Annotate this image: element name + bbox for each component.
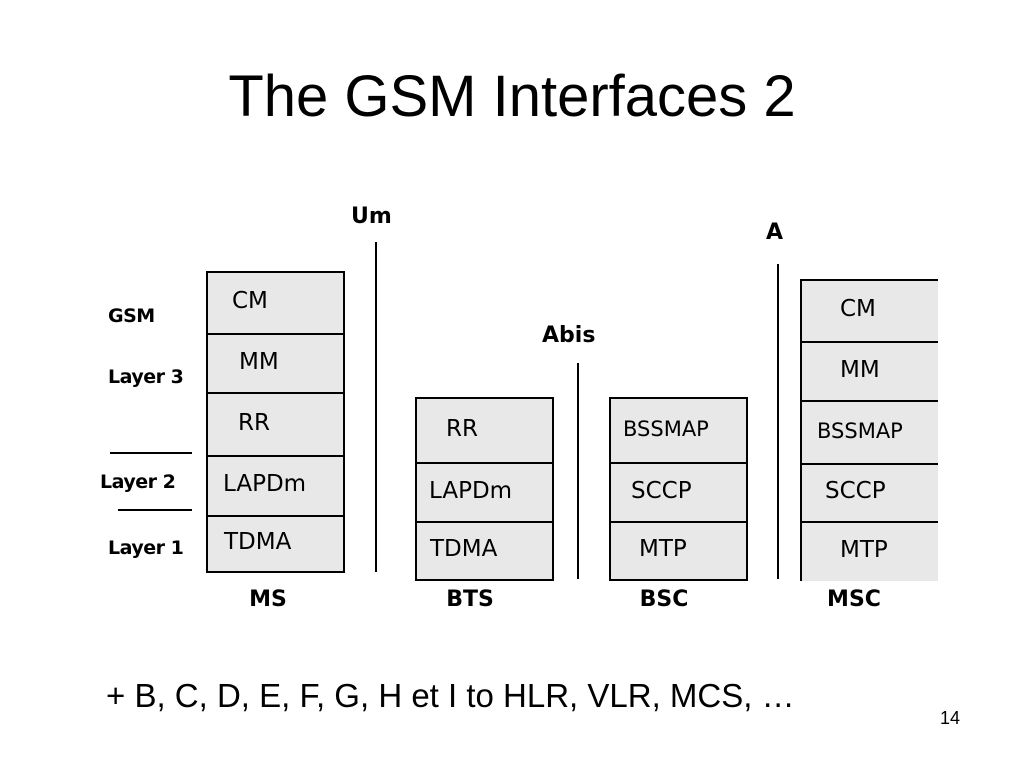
msc-stack: CM MM BSSMAP SCCP MTP xyxy=(800,279,938,581)
slide-title: The GSM Interfaces 2 xyxy=(228,64,796,129)
side-label-layer3: Layer 3 xyxy=(108,366,184,388)
bsc-layer-bssmap: BSSMAP xyxy=(611,399,746,462)
footer-note: + B, C, D, E, F, G, H et I to HLR, VLR, … xyxy=(106,677,795,714)
node-label-msc: MSC xyxy=(827,587,881,612)
interface-label-a: A xyxy=(766,220,784,245)
ms-layer-lapdm: LAPDm xyxy=(208,455,343,515)
side-label-gsm: GSM xyxy=(108,305,155,327)
interface-label-abis: Abis xyxy=(542,323,596,348)
bts-layer-lapdm: LAPDm xyxy=(417,462,552,521)
interface-line-um xyxy=(375,242,377,572)
bsc-layer-mtp: MTP xyxy=(611,521,746,579)
layer-divider-2-1 xyxy=(118,509,192,511)
interface-line-abis xyxy=(577,363,579,579)
msc-layer-cm: CM xyxy=(802,281,938,341)
msc-layer-mm: MM xyxy=(802,341,938,400)
ms-stack: CM MM RR LAPDm TDMA xyxy=(206,271,345,573)
msc-layer-sccp: SCCP xyxy=(802,463,938,521)
bts-layer-tdma: TDMA xyxy=(417,521,552,579)
node-label-bts: BTS xyxy=(446,587,494,612)
ms-layer-tdma: TDMA xyxy=(208,515,343,571)
side-label-layer2: Layer 2 xyxy=(100,471,176,493)
interface-line-a xyxy=(777,264,779,579)
bts-layer-rr: RR xyxy=(417,399,552,462)
layer-divider-3-2 xyxy=(110,452,192,454)
ms-layer-cm: CM xyxy=(208,273,343,333)
ms-layer-rr: RR xyxy=(208,392,343,455)
node-label-ms: MS xyxy=(249,587,287,612)
bts-stack: RR LAPDm TDMA xyxy=(415,397,554,581)
bsc-layer-sccp: SCCP xyxy=(611,462,746,521)
msc-layer-mtp: MTP xyxy=(802,521,938,581)
bsc-stack: BSSMAP SCCP MTP xyxy=(609,397,748,581)
side-label-layer1: Layer 1 xyxy=(108,537,184,559)
msc-layer-bssmap: BSSMAP xyxy=(802,400,938,463)
node-label-bsc: BSC xyxy=(639,587,689,612)
page-number: 14 xyxy=(940,708,961,728)
ms-layer-mm: MM xyxy=(208,333,343,392)
interface-label-um: Um xyxy=(351,204,392,229)
